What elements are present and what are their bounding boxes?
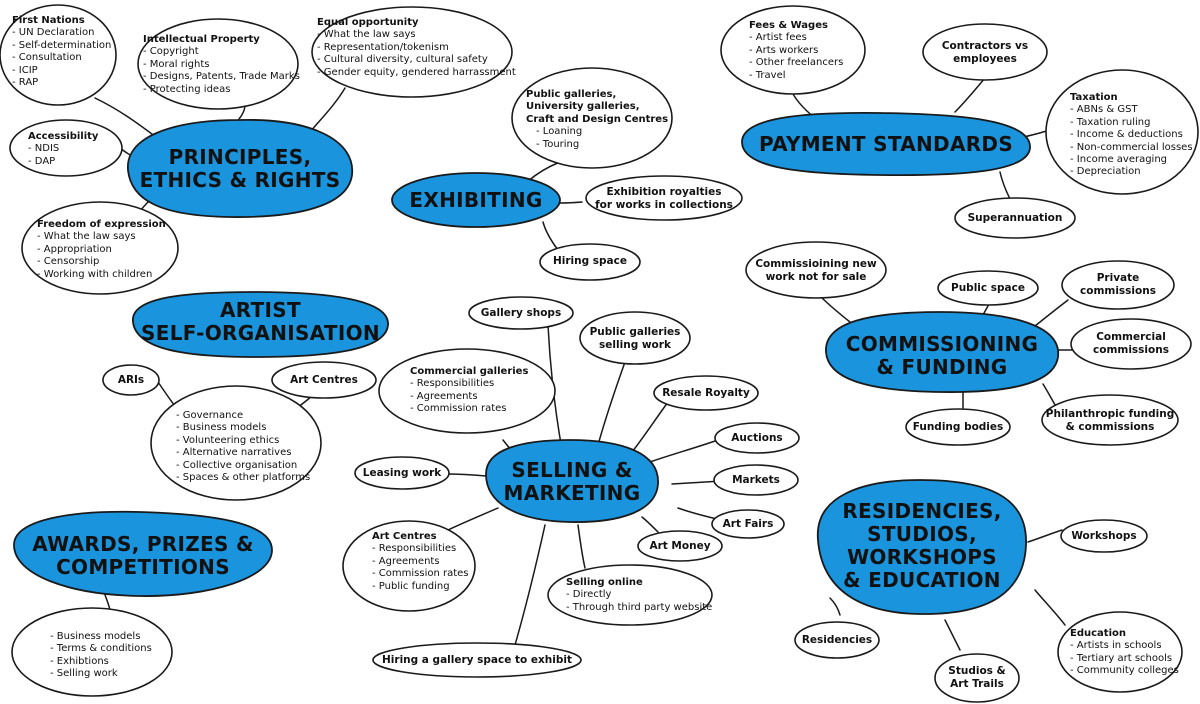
private-comm-bubble bbox=[1061, 260, 1175, 310]
ex-royalties-bubble bbox=[585, 175, 743, 221]
hub-commissioning: COMMISSIONING & FUNDING bbox=[845, 332, 1039, 379]
node-public-space: Public space bbox=[951, 282, 1025, 294]
node-art-centres-selling: Art Centres Responsibilities Agreements … bbox=[372, 531, 469, 593]
markets-bubble bbox=[713, 464, 799, 496]
selling-hub bbox=[485, 439, 659, 523]
awards-hub bbox=[13, 510, 273, 597]
node-hiring-space: Hiring space bbox=[552, 255, 627, 267]
node-funding-bodies: Funding bodies bbox=[912, 421, 1004, 433]
hub-residencies: RESIDENCIES, STUDIOS, WORKSHOPS & EDUCAT… bbox=[842, 499, 1002, 592]
node-art-money: Art Money bbox=[649, 540, 711, 552]
node-accessibility: Accessibility NDIS DAP bbox=[28, 131, 98, 168]
node-selling-online: Selling online Directly Through third pa… bbox=[566, 577, 712, 614]
hub-awards: AWARDS, PRIZES & COMPETITIONS bbox=[32, 532, 254, 579]
hiring-space-bubble bbox=[539, 243, 641, 281]
node-equal-opportunity: Equal opportunity What the law says Repr… bbox=[317, 17, 516, 79]
node-contractors: Contractors vs employees bbox=[941, 40, 1029, 65]
node-art-fairs: Art Fairs bbox=[722, 518, 774, 530]
hub-artist-self: ARTIST SELF-ORGANISATION bbox=[141, 298, 380, 345]
resale-bubble bbox=[653, 375, 759, 411]
public-space-bubble bbox=[937, 270, 1039, 306]
node-resale-royalty: Resale Royalty bbox=[662, 387, 750, 399]
philanthropic-bubble bbox=[1041, 394, 1179, 446]
node-education: Education Artists in schools Tertiary ar… bbox=[1070, 628, 1179, 678]
node-superannuation: Superannuation bbox=[967, 212, 1063, 224]
node-awards-list: Business models Terms & conditions Exhib… bbox=[50, 631, 152, 681]
payment-hub bbox=[741, 111, 1031, 177]
node-aris: ARIs bbox=[117, 374, 145, 386]
node-exhibition-royalties: Exhibition royalties for works in collec… bbox=[595, 186, 733, 211]
node-commercial-commissions: Commercial commissions bbox=[1093, 331, 1169, 356]
leasing-bubble bbox=[354, 456, 450, 490]
art-centres-self-bubble bbox=[271, 361, 377, 399]
exhibiting-hub bbox=[391, 172, 561, 228]
hub-selling: SELLING & MARKETING bbox=[503, 458, 641, 505]
node-public-galleries-exhibiting: Public galleries, University galleries, … bbox=[526, 89, 668, 151]
node-studios-art-trails: Studios & Art Trails bbox=[948, 665, 1006, 690]
hub-bubbles bbox=[13, 111, 1059, 615]
contractors-bubble bbox=[922, 23, 1048, 81]
commercial-comm-bubble bbox=[1070, 318, 1192, 370]
superannuation-bubble bbox=[954, 197, 1076, 239]
artist-self-hub bbox=[132, 291, 389, 358]
residencies-bubble bbox=[794, 621, 880, 659]
node-hiring-gallery-space: Hiring a gallery space to exhibit bbox=[382, 654, 572, 666]
commissioning-hub bbox=[825, 311, 1059, 393]
residencies-hub bbox=[817, 479, 1027, 615]
hub-exhibiting: EXHIBITING bbox=[409, 188, 543, 212]
commissioning-new-bubble bbox=[745, 241, 887, 299]
workshops-bubble bbox=[1060, 519, 1148, 553]
node-self-organisation-list: Governance Business models Volunteering … bbox=[176, 410, 310, 484]
principles-hub bbox=[127, 119, 353, 218]
studios-bubble bbox=[934, 653, 1020, 703]
node-leasing-work: Leasing work bbox=[362, 467, 442, 479]
art-money-bubble bbox=[637, 530, 723, 562]
node-commercial-galleries: Commercial galleries Responsibilities Ag… bbox=[410, 366, 528, 416]
node-freedom-of-expression: Freedom of expression What the law says … bbox=[37, 219, 166, 281]
node-private-commissions: Private commissions bbox=[1080, 272, 1156, 297]
public-galleries-sell-bubble bbox=[579, 311, 691, 365]
node-public-galleries-selling: Public galleries selling work bbox=[589, 326, 681, 351]
node-art-centres-self: Art Centres bbox=[290, 374, 358, 386]
aris-bubble bbox=[102, 364, 160, 396]
node-gallery-shops: Gallery shops bbox=[480, 307, 562, 319]
hub-principles: PRINCIPLES, ETHICS & RIGHTS bbox=[139, 145, 341, 192]
hiring-gallery-bubble bbox=[372, 642, 582, 678]
node-auctions: Auctions bbox=[731, 432, 783, 444]
art-fairs-bubble bbox=[711, 509, 785, 539]
node-workshops: Workshops bbox=[1071, 530, 1137, 542]
funding-bodies-bubble bbox=[905, 408, 1011, 446]
gallery-shops-bubble bbox=[468, 296, 574, 330]
node-first-nations: First Nations UN Declaration Self-determ… bbox=[12, 15, 111, 89]
node-residencies: Residencies bbox=[801, 634, 873, 646]
node-markets: Markets bbox=[732, 474, 780, 486]
node-fees-wages: Fees & Wages Artist fees Arts workers Ot… bbox=[749, 20, 843, 82]
node-taxation: Taxation ABNs & GST Taxation ruling Inco… bbox=[1070, 92, 1193, 179]
hub-payment: PAYMENT STANDARDS bbox=[758, 132, 1014, 156]
auctions-bubble bbox=[714, 422, 800, 454]
node-intellectual-property: Intellectual Property Copyright Moral ri… bbox=[143, 34, 300, 96]
node-philanthropic: Philanthropic funding & commissions bbox=[1045, 408, 1175, 433]
node-commissioning-new-work: Commissioining new work not for sale bbox=[755, 258, 877, 283]
